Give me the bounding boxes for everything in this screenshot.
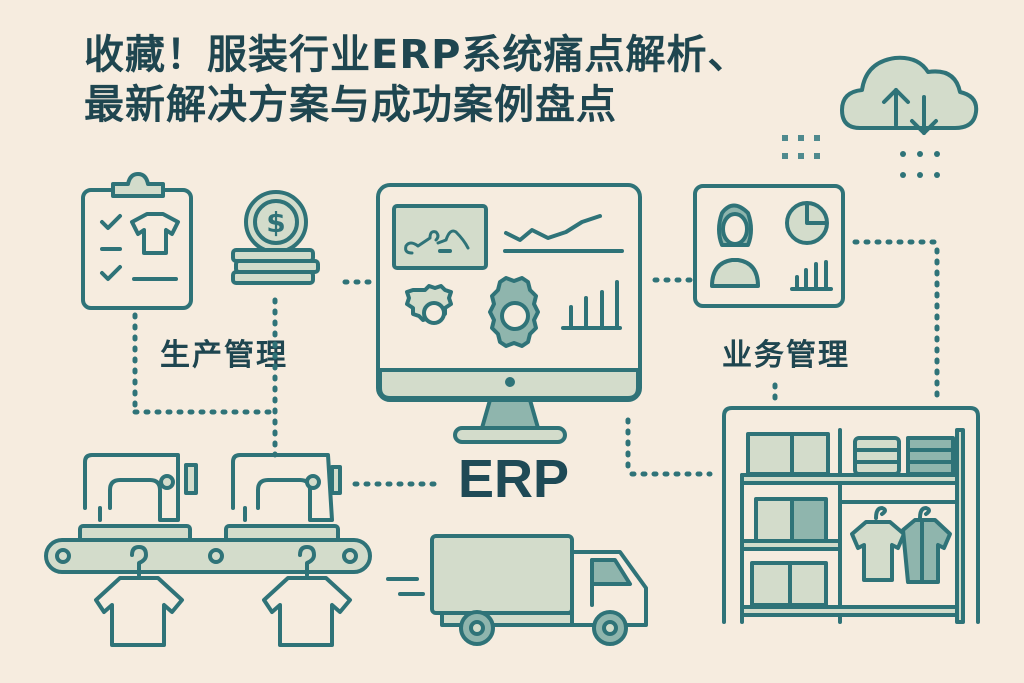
monitor-dashboard-icon	[376, 183, 642, 444]
svg-text:$: $	[266, 206, 285, 239]
erp-label: ERP	[458, 449, 570, 509]
sewing-machine-conveyor-icon	[44, 453, 372, 647]
user-profile-chart-icon	[693, 184, 845, 308]
business-management-label: 业务管理	[722, 338, 850, 373]
coin-stack-icon: $	[231, 190, 320, 285]
page-title: 收藏！服装行业ERP系统痛点解析、 最新解决方案与成功案例盘点	[84, 30, 748, 130]
decor-dots	[782, 135, 940, 178]
clipboard-shirt-icon	[81, 172, 193, 310]
connector-lines	[132, 239, 940, 487]
delivery-truck-icon	[386, 534, 648, 646]
production-management-label: 生产管理	[160, 338, 288, 373]
cloud-sync-icon	[840, 55, 979, 135]
title-line-2: 最新解决方案与成功案例盘点	[84, 82, 617, 128]
title-line-1: 收藏！服装行业ERP系统痛点解析、	[84, 32, 749, 78]
warehouse-shelf-icon	[722, 406, 980, 624]
